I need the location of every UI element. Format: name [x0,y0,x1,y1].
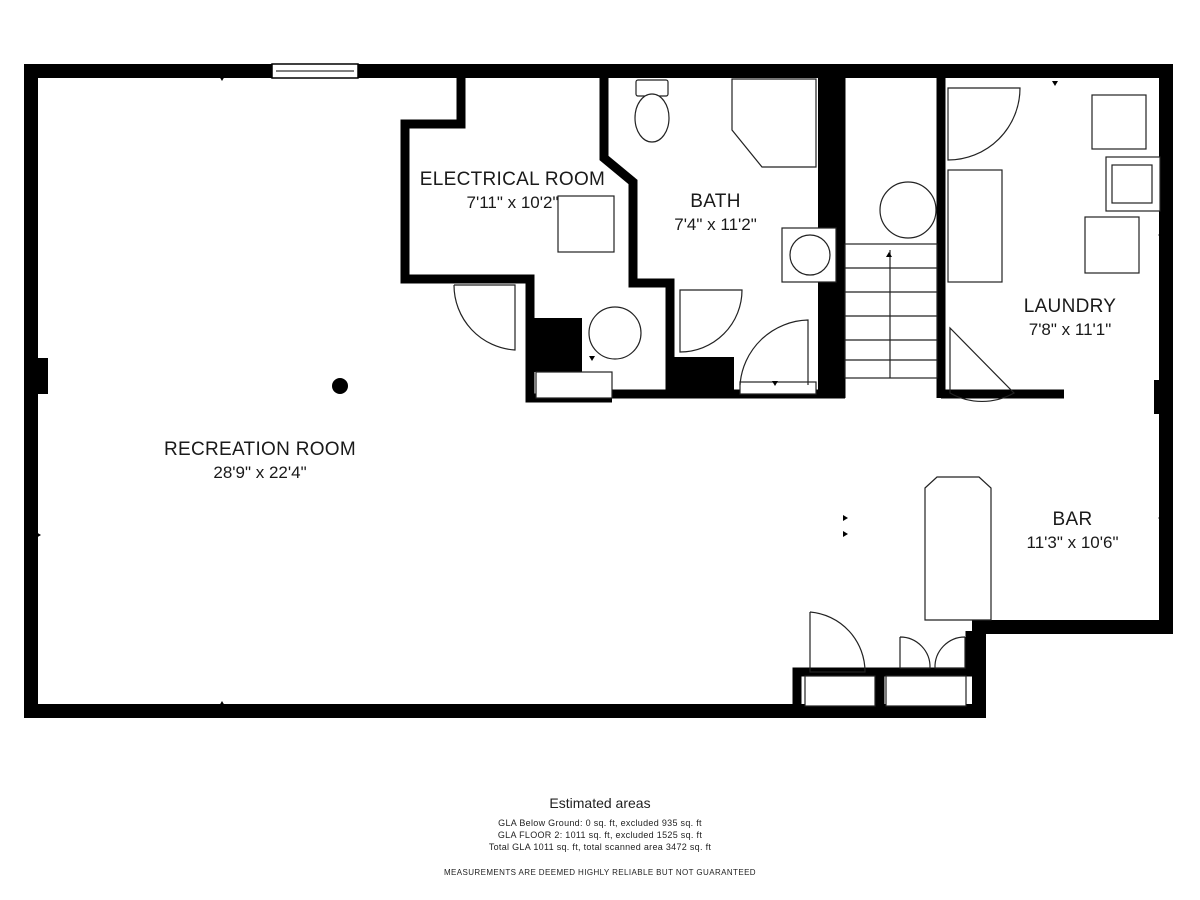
doors [453,87,1021,673]
room-name: BATH [690,191,741,212]
room-label-bath: BATH 7'4" x 11'2" [648,190,783,235]
room-dimensions: 28'9" x 22'4" [213,462,307,482]
room-dimensions: 11'3" x 10'6" [1026,532,1119,552]
room-label-laundry: LAUNDRY 7'8" x 11'1" [1000,295,1140,340]
outer-walls [24,64,1173,718]
area-line-below-ground: GLA Below Ground: 0 sq. ft, excluded 935… [498,818,702,828]
room-name: BAR [1052,509,1093,530]
markers [36,76,1163,706]
room-dimensions: 7'11" x 10'2" [466,192,559,212]
column-post [332,378,348,394]
room-dimensions: 7'4" x 11'2" [674,214,757,234]
area-line-total: Total GLA 1011 sq. ft, total scanned are… [488,842,712,852]
area-line-floor-2: GLA FLOOR 2: 1011 sq. ft, excluded 1525 … [497,830,703,840]
estimated-areas-title: Estimated areas [549,795,651,811]
room-label-recreation: RECREATION ROOM 28'9" x 22'4" [130,438,390,483]
room-label-electrical: ELECTRICAL ROOM 7'11" x 10'2" [405,168,620,213]
room-dimensions: 7'8" x 11'1" [1028,319,1112,339]
room-label-bar: BAR 11'3" x 10'6" [1000,508,1145,553]
room-name: LAUNDRY [1023,296,1117,317]
fixtures [535,78,1161,707]
room-name: ELECTRICAL ROOM [419,169,606,190]
room-name: RECREATION ROOM [163,439,357,460]
measurement-disclaimer: MEASUREMENTS ARE DEEMED HIGHLY RELIABLE … [443,868,756,877]
